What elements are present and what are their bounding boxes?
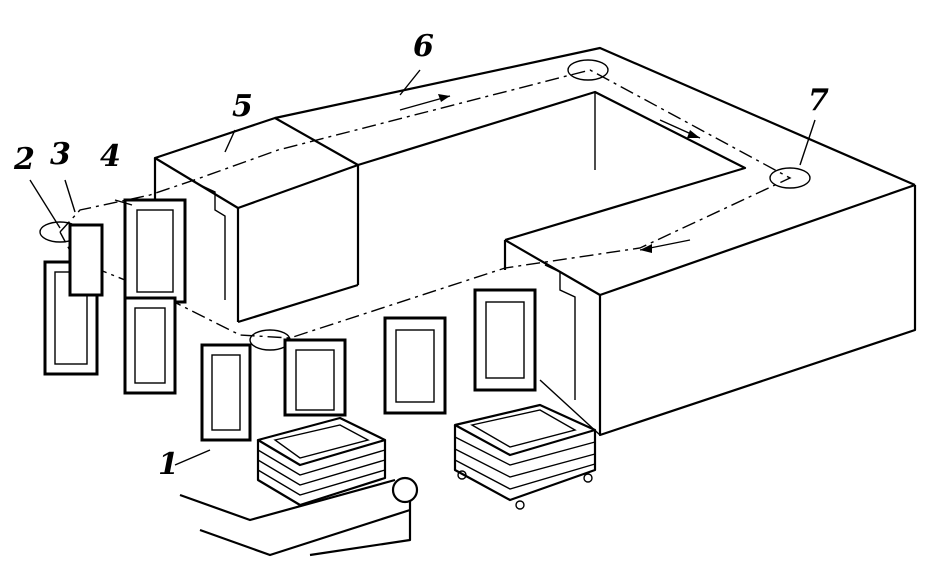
frame [383,316,447,415]
stack [256,416,387,507]
label-5: 5 [232,89,253,124]
direction-arrow [639,239,691,253]
label-4: 4 [100,139,121,174]
turn-sprocket [769,167,811,189]
label-6: 6 [413,29,434,64]
leader-lines [29,69,816,466]
hanging-frames [43,198,537,442]
label-1: 1 [158,447,179,482]
label-2: 2 [14,142,35,177]
frame [68,223,104,297]
frame [123,198,187,304]
direction-arrow [659,119,701,139]
frame [473,288,537,392]
label-3: 3 [50,137,71,172]
direction-arrow [399,94,451,111]
stack [453,403,597,510]
frame [283,338,347,417]
frame [123,296,177,395]
drum [391,476,419,504]
overhead-conveyor [39,59,811,351]
frame-stacks [256,403,597,510]
turn-sprocket [567,59,609,81]
floor-conveyor [179,476,419,557]
frame [200,343,252,442]
label-7: 7 [808,83,829,118]
u-shaped-oven [153,46,917,437]
